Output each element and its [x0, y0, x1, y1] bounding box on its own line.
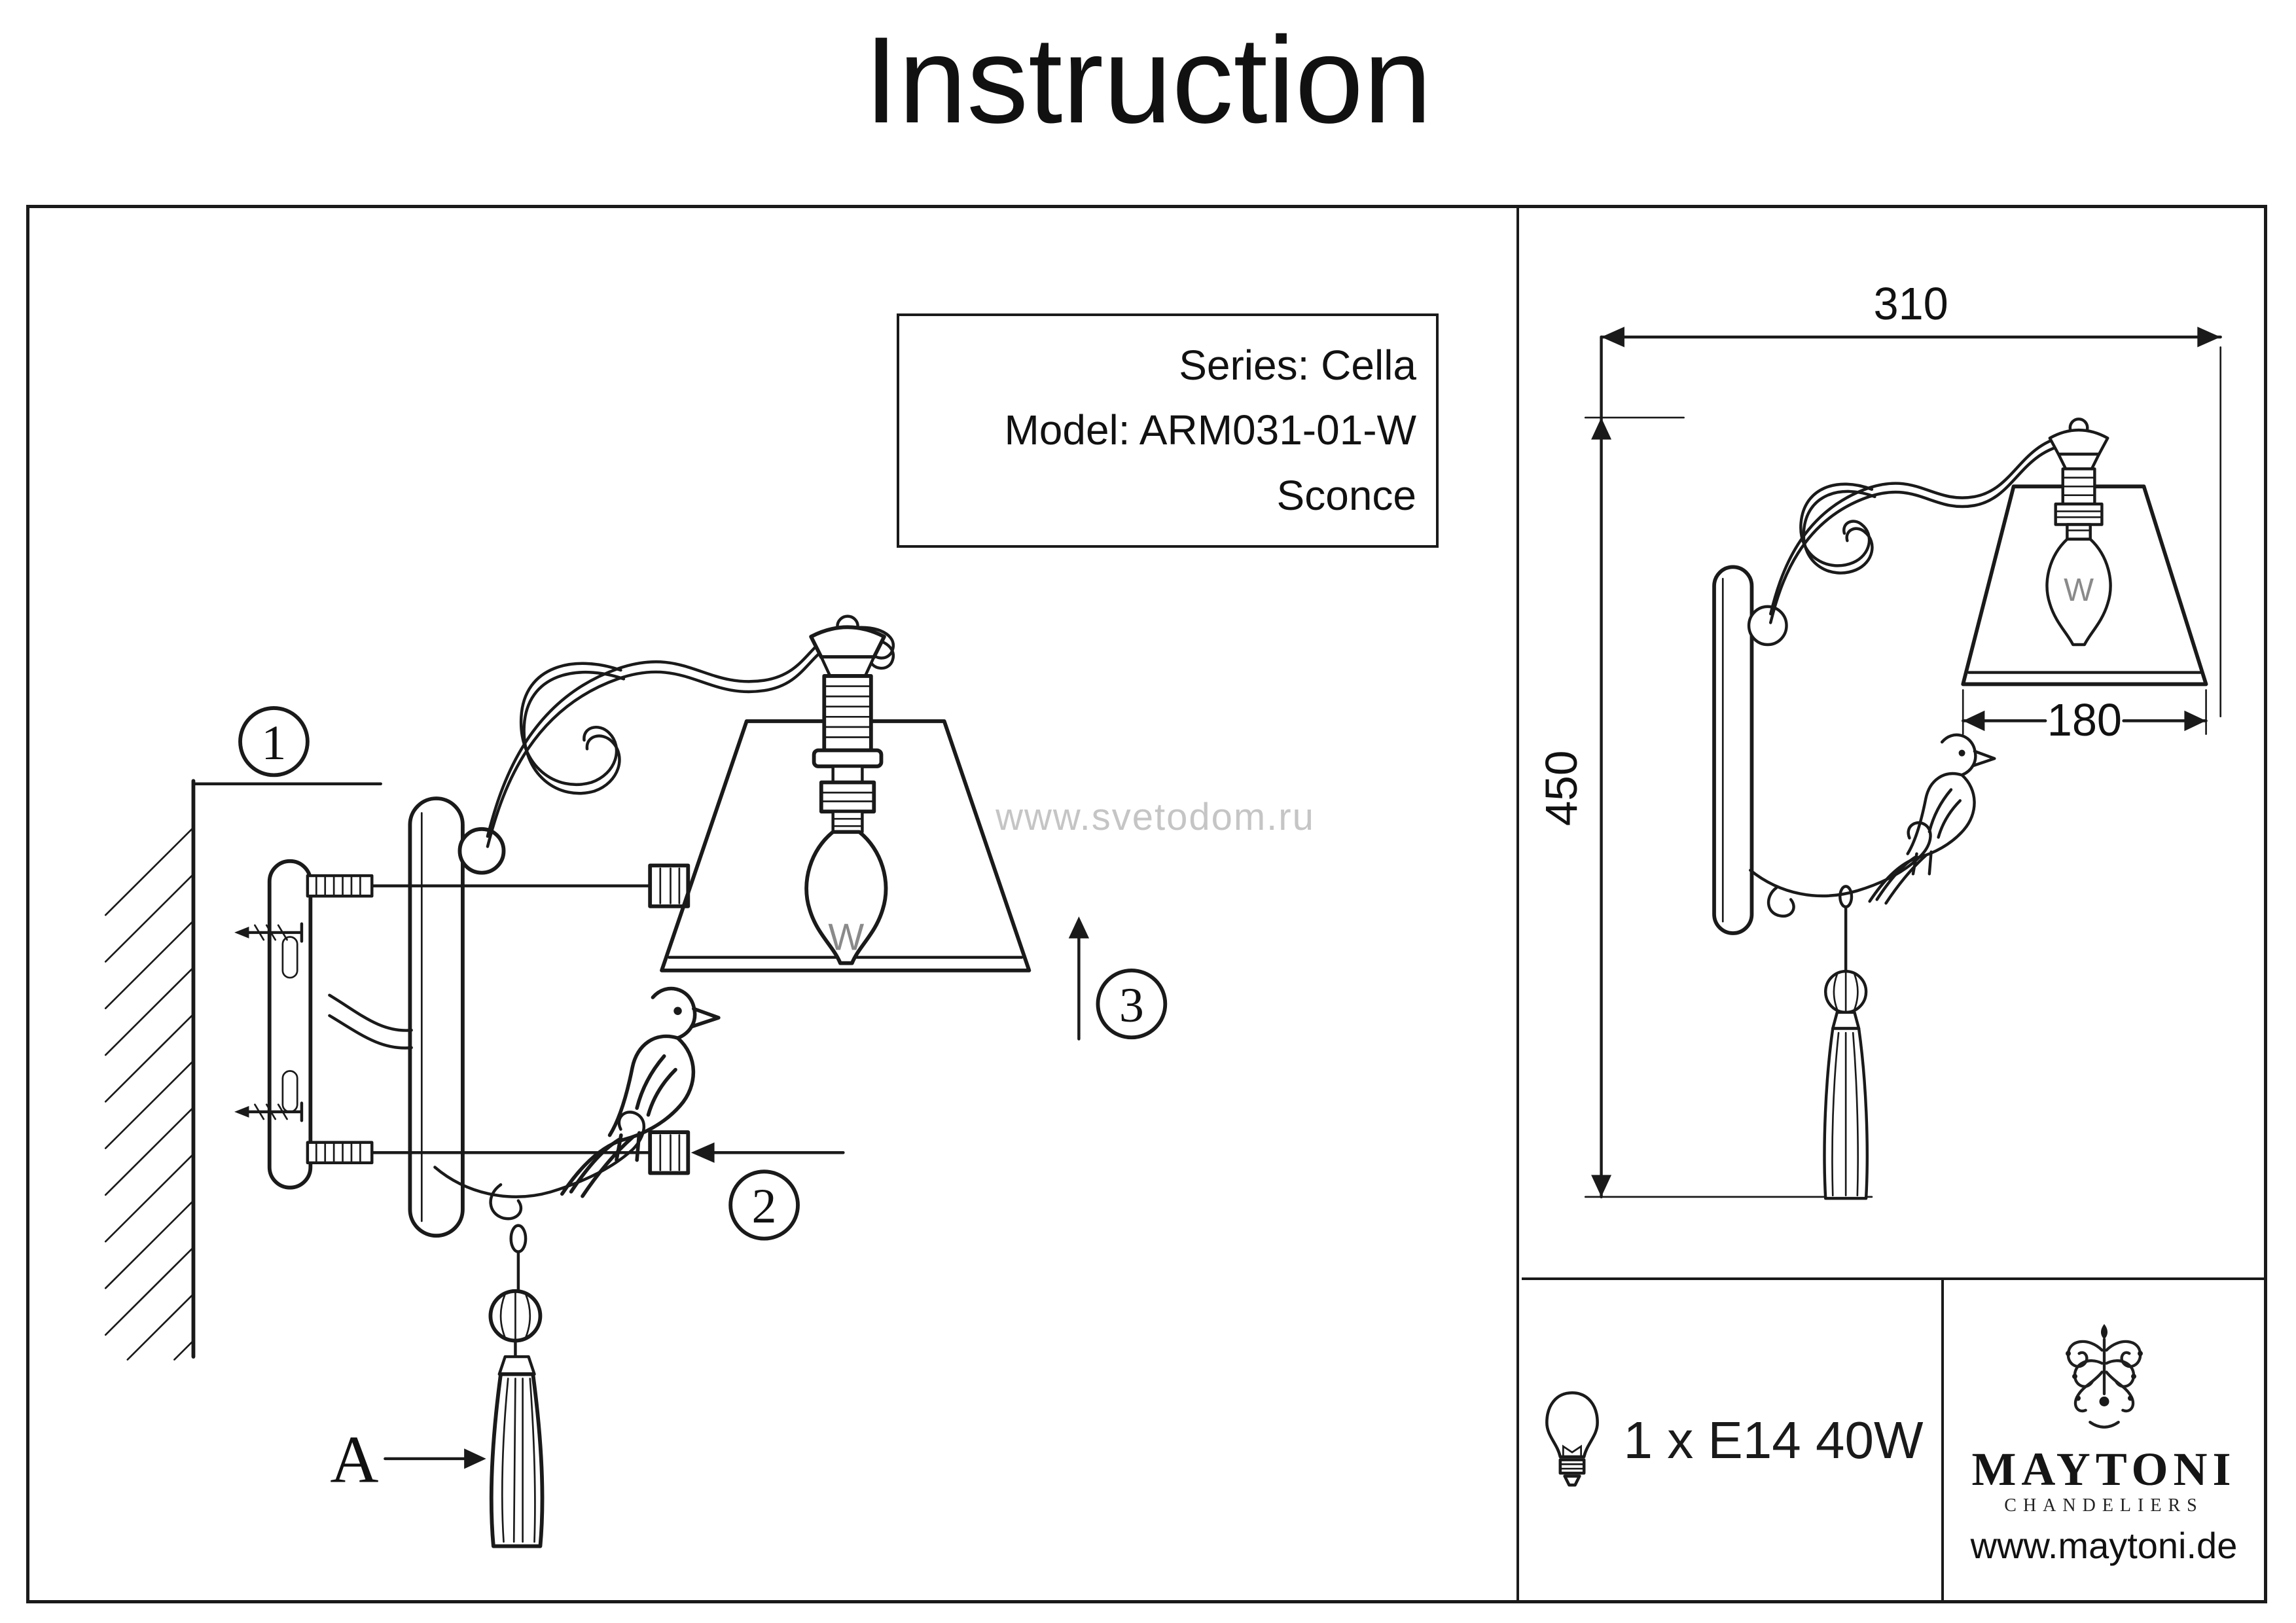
mounting-strip — [267, 859, 313, 1190]
model-line: Model: ARM031-01-W — [1004, 406, 1416, 454]
dimension-diagram: 310 450 — [1536, 279, 2222, 1200]
bulb-spec-text: 1 x E14 40W — [1623, 1410, 1924, 1469]
assembly-diagram: 1 — [104, 615, 1168, 1548]
dim-180-label: 180 — [2047, 694, 2122, 745]
callout-2-number: 2 — [752, 1179, 777, 1234]
lampshade-side — [1961, 484, 2208, 687]
dim-310: 310 — [1600, 279, 2222, 718]
bird-ornament — [1870, 735, 1995, 903]
dimension-panel: 310 450 — [1522, 208, 2264, 1277]
brand-cell: MAYTONI CHANDELIERS www.maytoni.de — [1944, 1280, 2264, 1600]
mounting-bolt-bottom — [306, 1130, 691, 1175]
light-bulb: W — [804, 810, 888, 965]
dim-310-label: 310 — [1873, 279, 1948, 329]
tassel-side — [1823, 885, 1869, 1200]
lamp-holder — [809, 615, 886, 813]
canopy-backplate — [408, 796, 506, 1238]
brand-tagline: CHANDELIERS — [2004, 1495, 2204, 1516]
main-border-box: 1 — [26, 205, 2267, 1603]
dim-450: 450 — [1536, 335, 1873, 1199]
product-info-box: Series: Cella Model: ARM031-01-W Sconce — [897, 313, 1439, 548]
tassel — [488, 1224, 545, 1548]
wire-leads — [328, 993, 413, 1050]
callout-1-badge: 1 — [238, 706, 310, 777]
bulb-w-marking: W — [828, 916, 864, 959]
bulb-icon — [1545, 1391, 1600, 1486]
callout-2-arrow — [691, 1142, 845, 1163]
brand-website: www.maytoni.de — [1970, 1525, 2238, 1566]
lamp-spec-cell: 1 x E14 40W — [1522, 1280, 1944, 1600]
detail-a-callout: A — [330, 1423, 486, 1497]
wall-screw-top — [234, 922, 304, 943]
bottom-row: 1 x E14 40W — [1522, 1277, 2264, 1600]
scroll-arm-side — [1769, 434, 2096, 624]
callout-3-badge: 3 — [1096, 968, 1168, 1040]
type-line: Sconce — [1276, 471, 1416, 519]
mounting-bolt-top — [306, 863, 691, 908]
page-title: Instruction — [864, 11, 1432, 149]
wall-screw-bottom — [234, 1101, 304, 1122]
callout-1-number: 1 — [261, 715, 286, 770]
callout-3-number: 3 — [1119, 978, 1144, 1033]
lower-scroll — [433, 1111, 646, 1221]
dim-180: 180 — [1962, 689, 2208, 745]
lamp-holder-side — [2048, 418, 2109, 526]
brand-name: MAYTONI — [1971, 1443, 2236, 1495]
scroll-arm — [486, 626, 895, 848]
maytoni-ornament-icon — [2065, 1324, 2143, 1429]
detail-a-label: A — [330, 1423, 378, 1497]
callout-3-arrow — [1068, 916, 1090, 1041]
series-line: Series: Cella — [1179, 342, 1416, 389]
callout-2-badge: 2 — [728, 1169, 800, 1241]
assembly-panel: 1 — [29, 208, 1519, 1600]
dim-450-label: 450 — [1536, 751, 1587, 827]
light-bulb-side: W — [2045, 523, 2112, 647]
bird-ornament — [562, 988, 719, 1196]
wall-section — [104, 779, 382, 1361]
canopy-backplate-side — [1712, 565, 1788, 935]
bulb-w-marking: W — [2064, 573, 2094, 608]
arm-ball-joint — [457, 827, 506, 875]
